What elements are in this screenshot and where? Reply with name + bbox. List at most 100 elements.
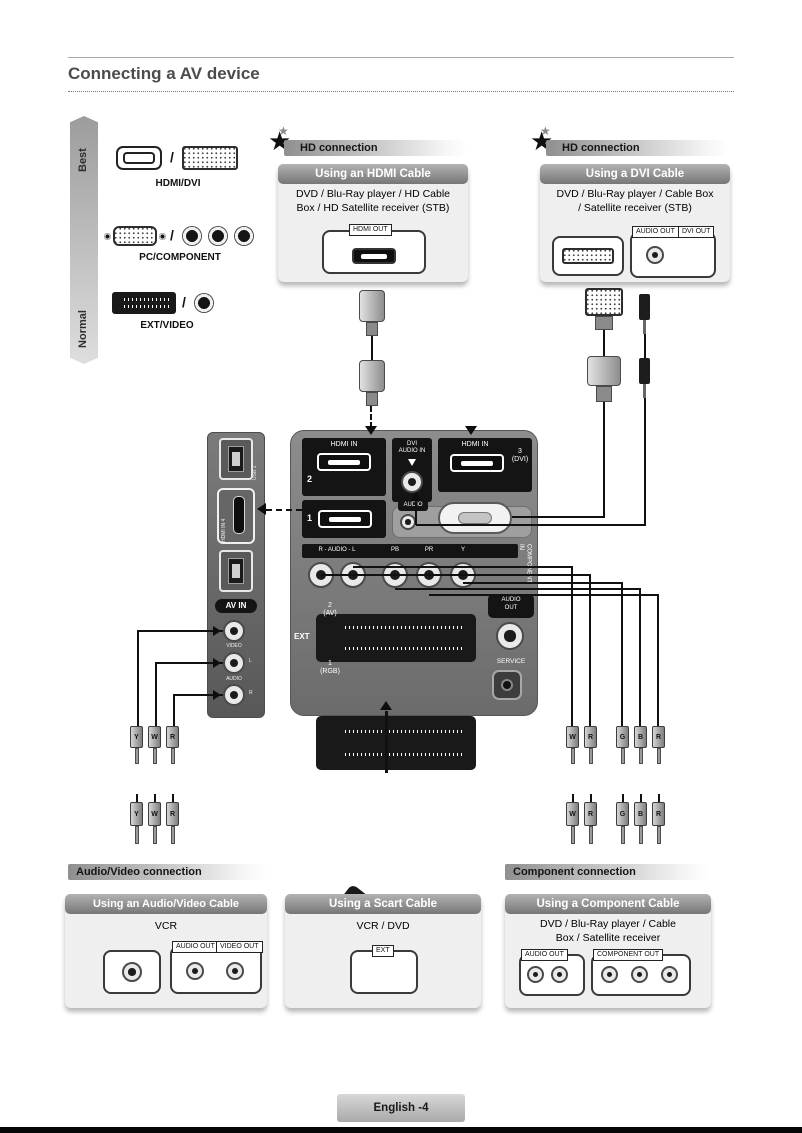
scart-1-label: 1 (RGB) <box>320 660 340 676</box>
av-cable-box-description: VCR <box>154 920 178 932</box>
rca-plug-red: R <box>652 794 665 844</box>
rca-plug-audio-r: R <box>166 794 179 844</box>
usb-port <box>219 438 253 480</box>
service-port-pin <box>501 679 513 691</box>
plug-letter: W <box>566 802 579 826</box>
hdmi-cable-box-title: Using an HDMI Cable <box>278 164 468 184</box>
hd-connection-label: HD connection <box>300 142 378 154</box>
plug-tip <box>588 826 593 844</box>
plug-tip <box>588 748 593 764</box>
plug-tip <box>620 748 625 764</box>
plug-letter: G <box>616 802 629 826</box>
dvi-audio-in-jack <box>401 471 423 493</box>
pr-label: PR <box>424 547 434 553</box>
plug-letter: Y <box>130 802 143 826</box>
star-icon: ★ <box>540 124 551 138</box>
hdmi-in-1-number: 1 <box>307 513 313 523</box>
plug-tip <box>170 748 175 764</box>
comp-audio-l-line-v <box>571 566 573 726</box>
component-out-jack-y <box>601 966 618 983</box>
hdmi-out-label: HDMI OUT <box>349 224 392 237</box>
video-out-jack <box>226 962 244 980</box>
plug-letter: R <box>584 726 597 748</box>
plug-stub <box>153 794 156 802</box>
hdmi-in-2-port <box>317 453 371 471</box>
av-in-audio-r-jack <box>223 684 245 706</box>
plug-tip <box>570 826 575 844</box>
page-footer: English -4 <box>337 1094 465 1122</box>
component-rca-icon <box>182 226 202 246</box>
dvi-out-label: DVI OUT <box>678 226 715 239</box>
rca-plug-blue: B <box>634 726 647 764</box>
dvi-audio-in-label: DVI AUDIO IN <box>398 441 426 455</box>
plug-tip <box>134 826 139 844</box>
comp-pb-line-v <box>639 588 641 726</box>
plug-letter: Y <box>130 726 143 748</box>
r-audio-l-label: R - AUDIO - L <box>318 547 356 553</box>
component-cable-box-description: DVD / Blu-Ray player / Cable Box / Satel… <box>540 918 676 944</box>
dvi-cable-plug <box>585 288 623 316</box>
hd-connection-header-1: HD connection <box>284 140 468 156</box>
dvi-audio-arrow-icon <box>410 492 422 501</box>
video-jack-label: VIDEO <box>226 643 242 649</box>
normal-label: Normal <box>77 310 89 348</box>
hdmi-in-3-port <box>450 454 504 472</box>
comp-audio-r-line-h <box>321 574 590 576</box>
plug-tip <box>170 826 175 844</box>
video-cable-line-v <box>137 630 139 726</box>
dvi-cable-box-description: DVD / Blu-Ray player / Cable Box / Satel… <box>556 188 714 214</box>
audio-jack-label: AUDIO <box>226 676 242 682</box>
hdmi-in-2-number: 2 <box>307 474 313 484</box>
scart-cable-line <box>385 711 388 773</box>
hdmi-in-4-arrow-icon <box>257 503 266 515</box>
audio-out-label: AUDIO OUT <box>172 941 219 954</box>
hdmi-cable-plug-tip <box>366 392 378 406</box>
av-in-arrow-icon <box>213 626 221 636</box>
comp-pr-line-h <box>429 594 658 596</box>
plug-tip <box>152 826 157 844</box>
hdmi-out-port <box>352 248 396 264</box>
hd-connection-label: HD connection <box>562 142 640 154</box>
rca-plug-video: Y <box>130 794 143 844</box>
audio-r-cable-line-h <box>173 694 223 696</box>
vga-screw-icon <box>159 233 166 240</box>
header-rule <box>68 57 734 58</box>
ext-port-label: EXT <box>372 945 394 958</box>
dvi-cable-plug <box>587 356 621 386</box>
av-in-arrow-icon <box>213 658 221 668</box>
video-out-label: VIDEO OUT <box>216 941 263 954</box>
dvi-cable-wire <box>603 330 605 356</box>
plug-letter: W <box>148 726 161 748</box>
audio-inset-label: AUDIO <box>398 500 428 511</box>
plug-stub <box>135 794 138 802</box>
audio-cable-plug-tip <box>643 320 646 334</box>
dvi-cable-box-title: Using a DVI Cable <box>540 164 730 184</box>
plug-tip <box>134 748 139 764</box>
hdmi-cable-dashed-path <box>370 406 372 428</box>
usb-slot <box>228 446 244 472</box>
plug-stub <box>171 794 174 802</box>
panel-audio-out-label: AUDIO OUT <box>501 597 521 612</box>
rca-plug-red: R <box>652 726 665 764</box>
av-connection-label: Audio/Video connection <box>76 866 202 878</box>
plug-tip <box>620 826 625 844</box>
comp-pb-line-h <box>395 588 640 590</box>
best-label: Best <box>77 148 89 172</box>
audio-cable-plug <box>639 358 650 384</box>
rca-plug-audio-w: W <box>566 794 579 844</box>
dvi-cable-plug-tip <box>596 386 612 402</box>
hdmi-in-4-label: HDMI IN 4 <box>221 518 227 542</box>
dvi-out-port <box>562 248 614 264</box>
audio-out-block <box>488 594 534 618</box>
component-out-jack-pr <box>661 966 678 983</box>
audio-cable-line-v <box>644 398 646 526</box>
hdmi-in-2-label: HDMI IN <box>330 441 358 448</box>
rca-plug-green: G <box>616 726 629 764</box>
hdmi-connector-icon <box>116 146 162 170</box>
plug-tip <box>638 748 643 764</box>
plug-letter: W <box>148 802 161 826</box>
plug-letter: B <box>634 802 647 826</box>
rca-plug-audio-w: W <box>566 726 579 764</box>
hdmi-cable-plug <box>359 290 385 322</box>
